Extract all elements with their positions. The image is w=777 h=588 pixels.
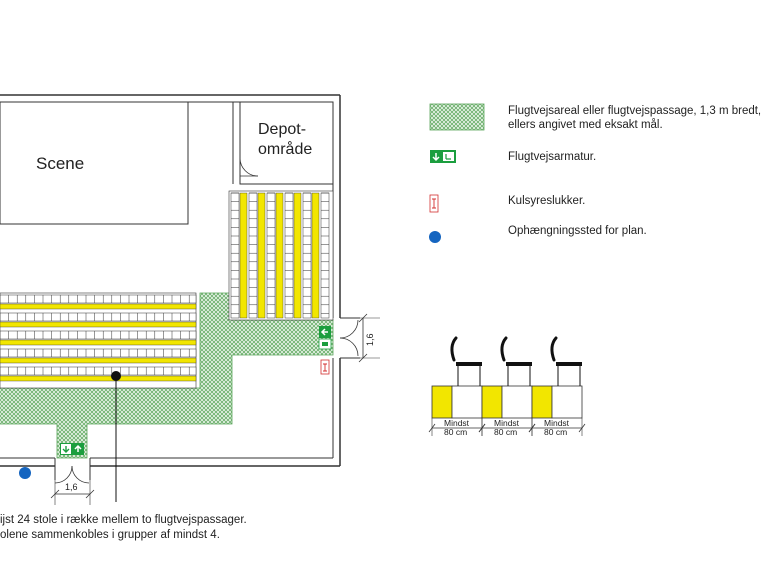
seat-row <box>0 294 197 304</box>
blue-dot-icon <box>19 467 31 479</box>
fire-extinguisher-icon <box>320 359 330 375</box>
seat-column <box>230 192 240 319</box>
fire-extinguisher-icon <box>429 194 439 213</box>
seat-dimension-label-bottom: 80 cm <box>444 427 467 437</box>
exit-sign-icon <box>318 338 332 350</box>
seat-column <box>302 192 312 319</box>
seat-column-yellow-bar <box>293 192 302 319</box>
seat-dimension-label-top: Mindst <box>494 418 520 428</box>
seat-row-yellow-bar <box>0 339 197 346</box>
legend-item-escape-sign: Flugtvejsarmatur. <box>508 151 597 163</box>
seat-white-block <box>501 385 533 419</box>
legend-item-escape-area: Flugtvejsareal eller flugtvejspassage, 1… <box>508 104 761 132</box>
seat-yellow-block <box>481 385 503 419</box>
seat-column <box>284 192 294 319</box>
legend-item-extinguisher: Kulsyreslukker. <box>508 195 586 207</box>
seat-yellow-block <box>431 385 453 419</box>
seat-column <box>248 192 258 319</box>
seat-dimension-label-bottom: 80 cm <box>494 427 517 437</box>
blue-dot-icon <box>429 231 441 243</box>
legend-text-line: Flugtvejsareal eller flugtvejspassage, 1… <box>508 105 762 117</box>
stage-area <box>0 101 189 225</box>
depot-room <box>232 101 334 185</box>
door-bottom-width-label: 1,6 <box>65 482 78 492</box>
depot-label-line2: område <box>258 141 313 158</box>
seat-row-yellow-bar <box>0 375 197 382</box>
seat-column-yellow-bar <box>239 192 248 319</box>
footnote-line1: ijst 24 stole i række mellem to flugtvej… <box>0 514 247 526</box>
escape-sign-icon <box>430 150 456 163</box>
escape-passages <box>0 292 334 459</box>
seat-column <box>320 192 330 319</box>
footnote-line2: olene sammenkobles i grupper af mindst 4… <box>0 529 220 541</box>
seat-row <box>0 330 197 340</box>
chair-icon <box>550 336 582 386</box>
exit-sign-icon <box>60 443 84 455</box>
chair-icon <box>500 336 532 386</box>
left-seating-block <box>0 292 197 389</box>
seat-white-block <box>451 385 483 419</box>
seat-dimension-label-top: Mindst <box>444 418 470 428</box>
door-bottom: 1,6 <box>50 458 95 505</box>
chair-icon <box>450 336 482 386</box>
seat-row-yellow-bar <box>0 321 197 328</box>
seat-row <box>0 366 197 376</box>
plan-location-marker <box>111 371 121 502</box>
exit-sign-icon <box>319 326 331 338</box>
seat-row-yellow-bar <box>0 303 197 310</box>
depot-label: Depot- område <box>258 120 312 160</box>
footnote: ijst 24 stole i række mellem to flugtvej… <box>0 513 247 543</box>
door-right-width-label: 1,6 <box>365 333 375 346</box>
seat-column-yellow-bar <box>311 192 320 319</box>
seat-white-block <box>551 385 583 419</box>
hatched-escape-area-icon <box>429 103 485 131</box>
seat-row-yellow-bar <box>0 357 197 364</box>
legend-item-plan-location: Ophængningssted for plan. <box>508 225 647 237</box>
seat-dimension-label-bottom: 80 cm <box>544 427 567 437</box>
seat-yellow-block <box>531 385 553 419</box>
seat-row <box>0 312 197 322</box>
right-seating-block <box>228 190 334 321</box>
scene-label: Scene <box>36 154 85 173</box>
seat-dimension-label-top: Mindst <box>544 418 570 428</box>
legend-text-line: ellers angivet med eksakt mål. <box>508 119 663 131</box>
door-right: 1,6 <box>339 313 380 363</box>
seat-column-yellow-bar <box>275 192 284 319</box>
depot-label-line1: Depot- <box>258 121 307 138</box>
seat-column-yellow-bar <box>257 192 266 319</box>
seat-column <box>266 192 276 319</box>
seat-row <box>0 348 197 358</box>
